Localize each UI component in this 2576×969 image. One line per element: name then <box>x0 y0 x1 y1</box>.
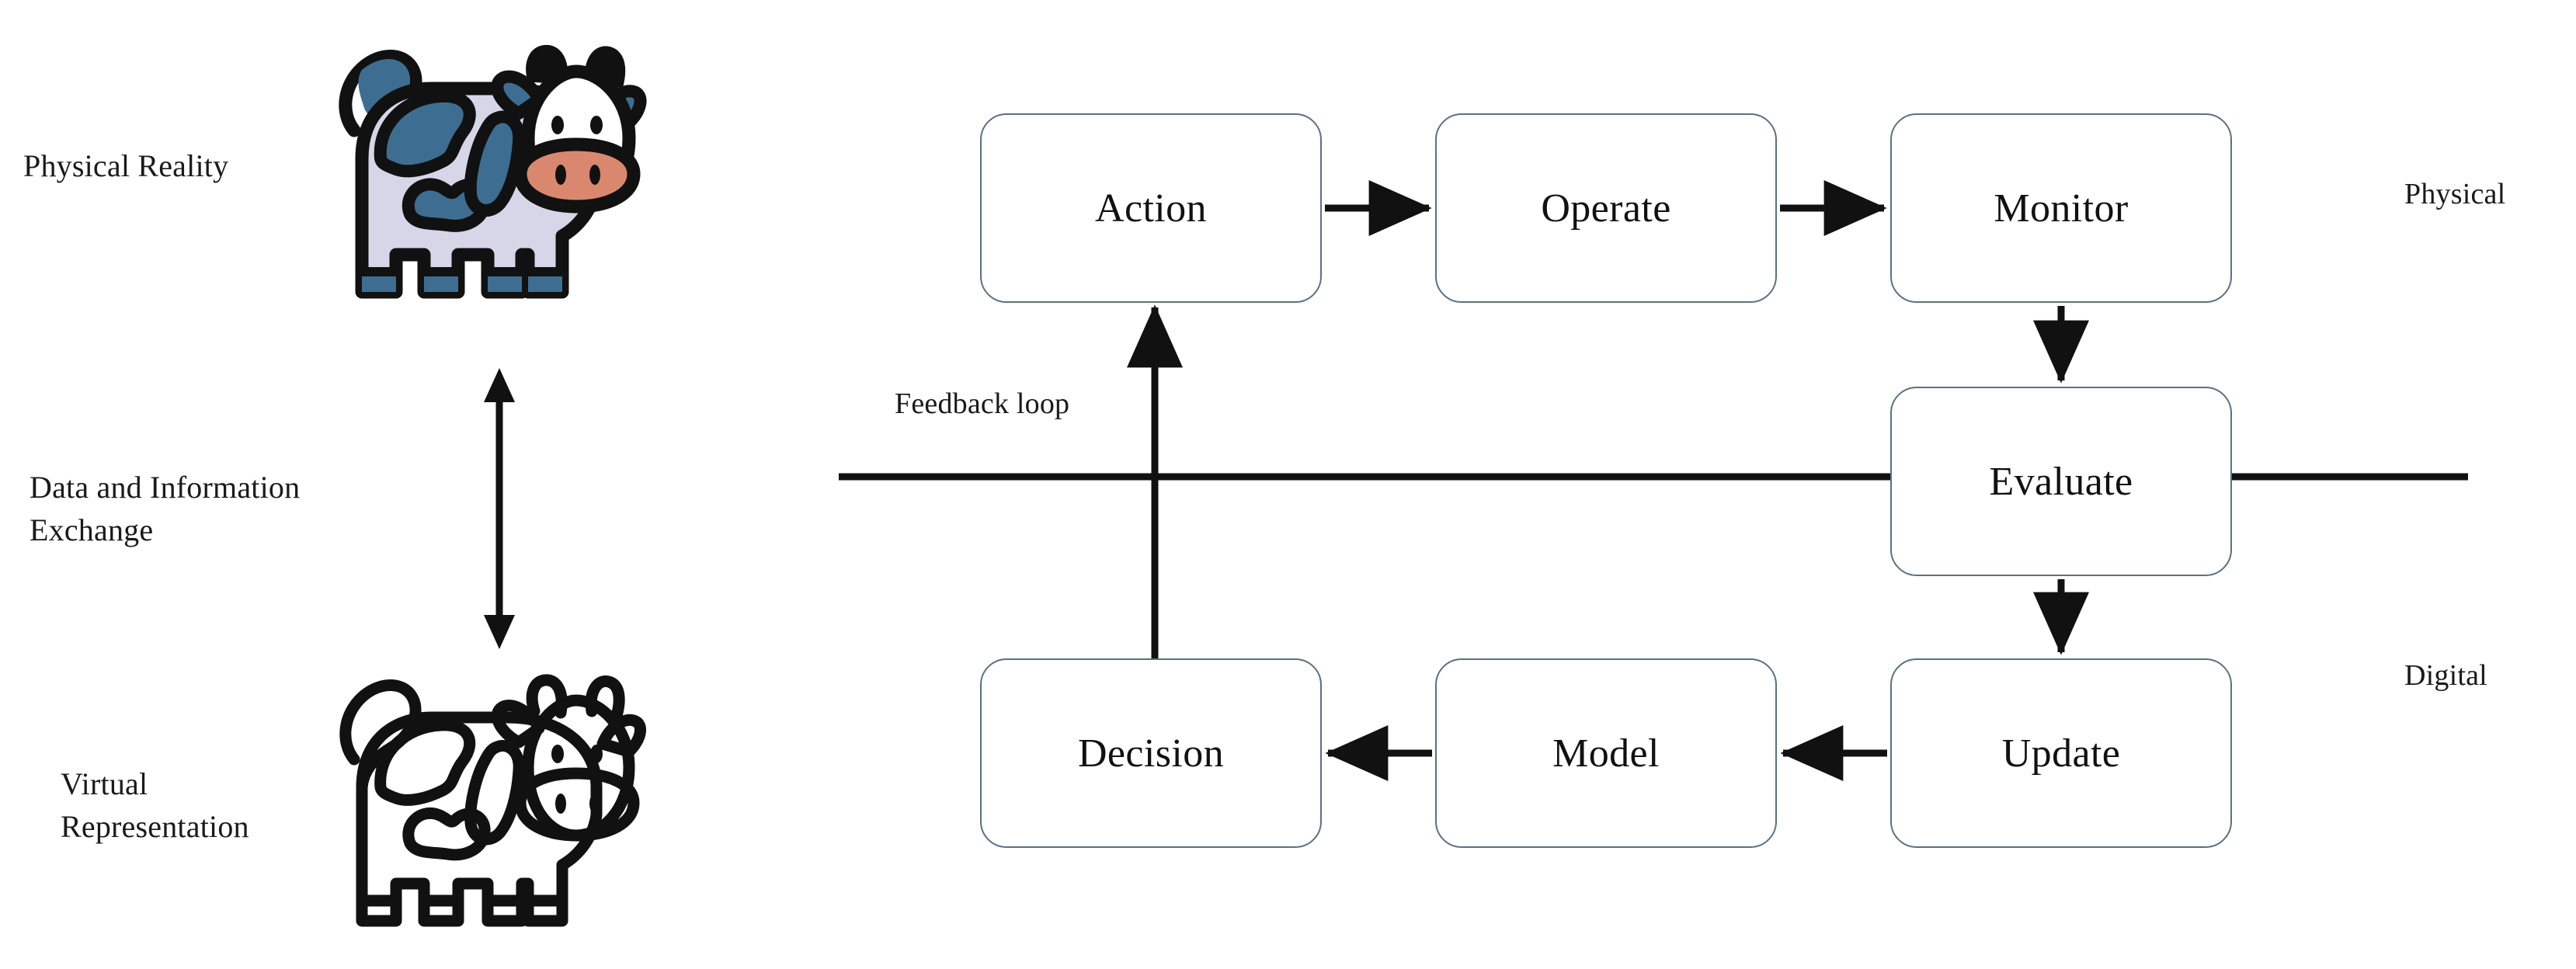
flow-node-operate[interactable]: Operate <box>1435 113 1777 303</box>
flow-node-update[interactable]: Update <box>1890 658 2232 848</box>
flow-node-evaluate[interactable]: Evaluate <box>1890 387 2232 576</box>
flow-node-decision[interactable]: Decision <box>980 658 1322 848</box>
layer-label-physical: Physical <box>2404 178 2506 210</box>
virtual-representation-label: Virtual Representation <box>61 766 249 845</box>
physical-reality-label: Physical Reality <box>23 148 229 183</box>
flow-node-monitor[interactable]: Monitor <box>1890 113 2232 303</box>
flow-node-action[interactable]: Action <box>980 113 1322 303</box>
data-and-information-exchange-label: Data and Information Exchange <box>30 470 301 548</box>
double-arrow-vertical-icon <box>449 365 550 652</box>
feedback-loop-label: Feedback loop <box>895 387 1070 420</box>
flow-node-model[interactable]: Model <box>1435 658 1777 848</box>
layer-label-digital: Digital <box>2404 659 2487 692</box>
cow-outline-icon <box>325 651 651 953</box>
cow-colored-icon <box>325 22 651 325</box>
